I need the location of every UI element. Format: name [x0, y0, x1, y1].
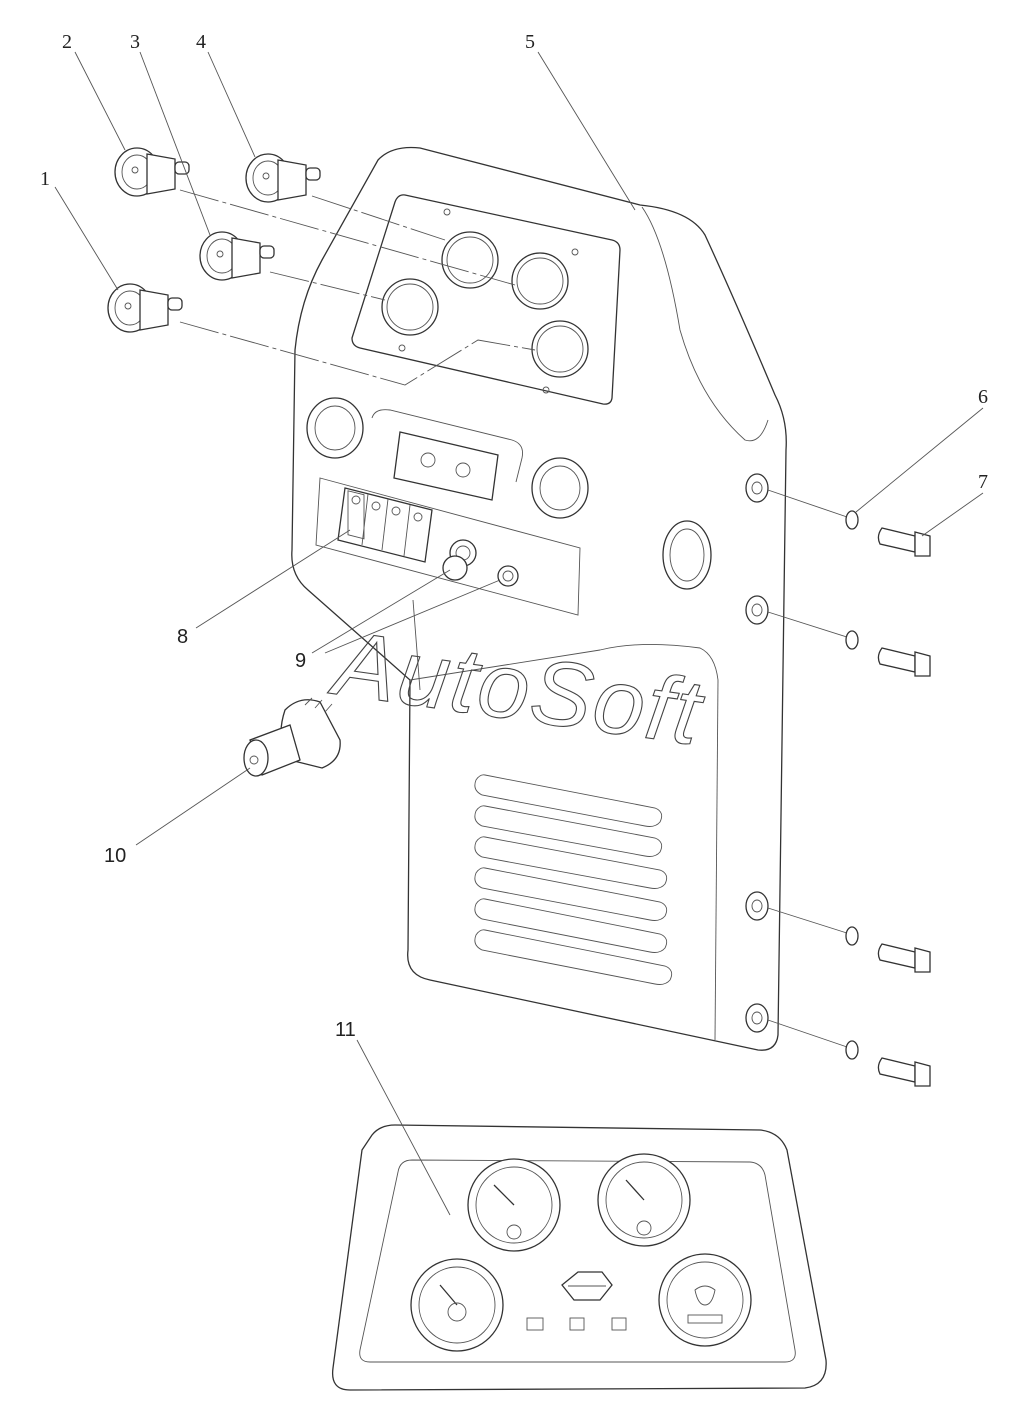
callout-10: 10 [104, 845, 126, 867]
gauge-part-4 [245, 153, 321, 203]
cluster-logo [561, 1271, 613, 1301]
cluster-gauge-bottom-left [410, 1258, 504, 1352]
push-button [442, 539, 477, 581]
ventilation-grille [474, 774, 673, 985]
callout-5: 5 [525, 31, 535, 53]
callout-2: 2 [62, 31, 72, 53]
callout-8: 8 [177, 626, 188, 648]
gauge-socket-4 [531, 320, 589, 378]
bolt-set-4 [767, 1019, 931, 1087]
dashboard-housing [291, 146, 787, 1051]
gauge-part-3 [199, 231, 275, 281]
instrument-cluster [331, 1124, 827, 1391]
gauge-part-1 [107, 283, 183, 333]
air-vent-left [306, 397, 364, 459]
callout-11: 11 [335, 1019, 356, 1041]
gauge-socket-1 [441, 231, 499, 289]
key-switch [497, 565, 519, 587]
assembly-lines [179, 189, 536, 691]
air-vent-center [531, 457, 589, 519]
gauge-socket-3 [381, 278, 439, 336]
bolt-set-2 [767, 611, 931, 677]
air-vent-right [662, 520, 712, 590]
callout-1: 1 [40, 168, 50, 190]
callout-3: 3 [130, 31, 140, 53]
bolt-set-3 [767, 907, 931, 973]
callout-4: 4 [196, 31, 206, 53]
warning-indicators [526, 1317, 627, 1331]
cluster-gauge-top-left [467, 1158, 561, 1252]
cluster-gauge-top-right [597, 1153, 691, 1247]
rocker-switch-group [337, 487, 433, 563]
callout-7: 7 [978, 471, 988, 493]
indicator-block [393, 431, 499, 501]
ignition-switch [243, 697, 341, 777]
bolt-set-1 [767, 489, 931, 557]
callout-9: 9 [295, 650, 306, 672]
leader-lines [54, 51, 984, 1216]
callout-6: 6 [978, 386, 988, 408]
cluster-gauge-bottom-right [658, 1253, 752, 1347]
gauge-socket-2 [511, 252, 569, 310]
callout-numbers: 1 2 3 4 5 6 7 8 9 10 11 [40, 31, 988, 1041]
gauge-part-2 [114, 147, 190, 197]
